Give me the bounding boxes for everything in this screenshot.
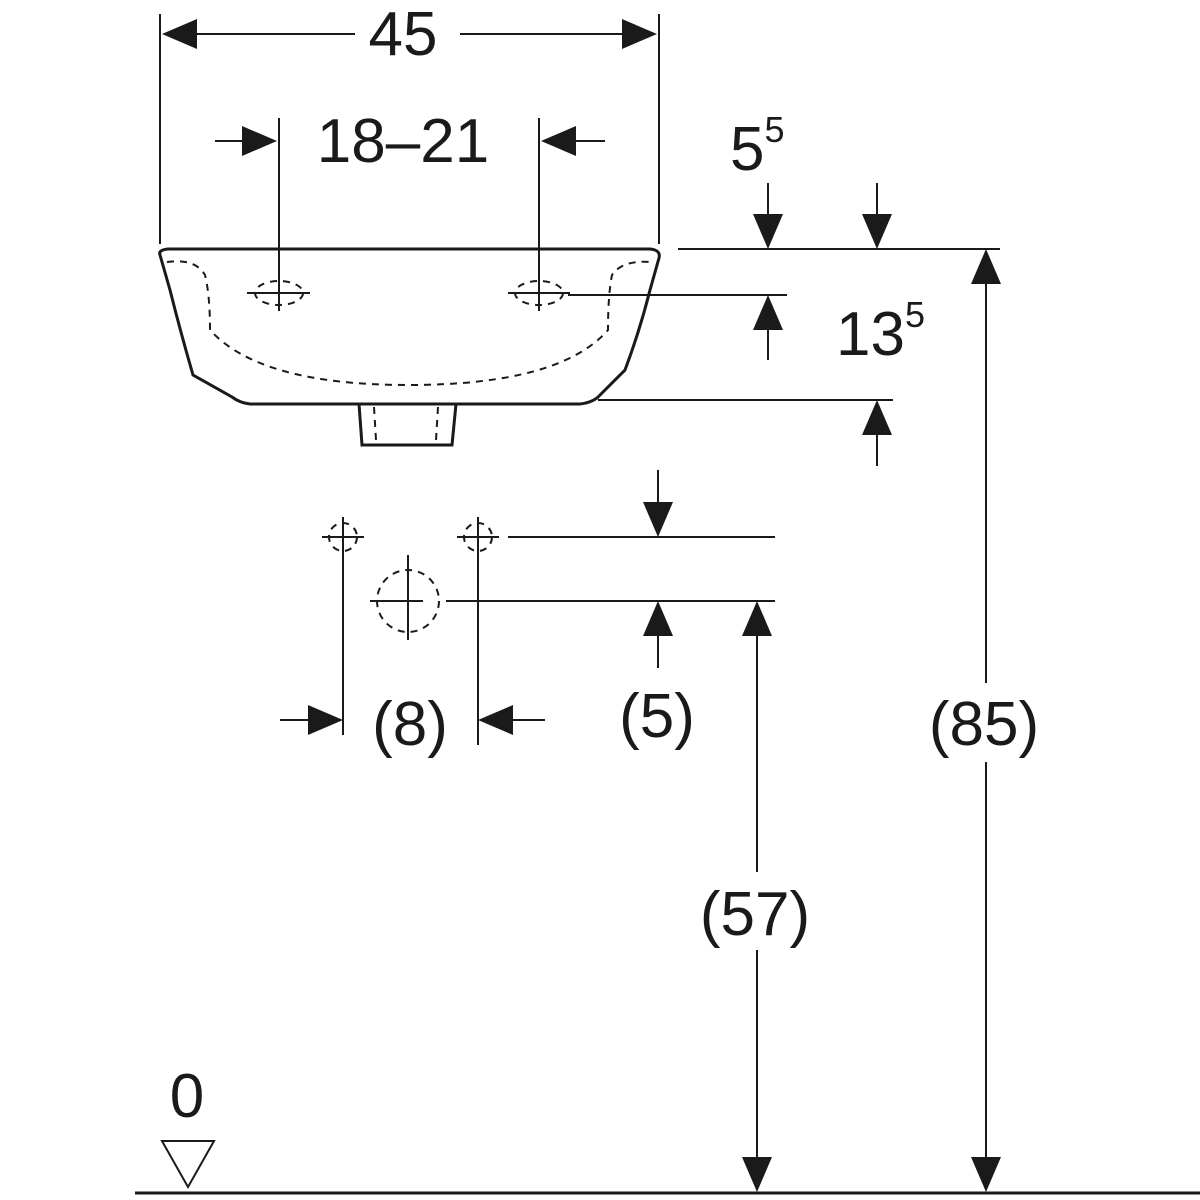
rim-height-label: (85)	[929, 690, 1039, 759]
waste-height-label: (57)	[700, 880, 810, 949]
dim-basin-bottom	[598, 399, 893, 466]
tap-hole-spacing-label: 18–21	[317, 107, 489, 176]
floor-level-label: 0	[170, 1062, 204, 1131]
rim-offset-label: 55	[730, 109, 785, 184]
waste-outlet	[357, 403, 458, 447]
basin-inner-bowl	[166, 260, 651, 387]
dim-tap-hole-depth: 135	[568, 294, 925, 369]
overall-width-label: 45	[369, 0, 438, 69]
supply-offset-label: (5)	[619, 682, 695, 751]
supply-spacing-label: (8)	[372, 690, 448, 759]
dim-supply-offset: (5)	[446, 470, 775, 751]
dim-tap-hole-spacing: 18–21	[215, 107, 605, 241]
dim-supply-spacing: (8)	[280, 690, 545, 759]
dim-waste-height: (57)	[700, 601, 810, 1192]
dim-rim-offset: 55	[678, 109, 1000, 250]
supply-right	[457, 517, 499, 745]
waste-connection	[370, 555, 440, 640]
tap-hole-right	[508, 118, 570, 311]
tap-hole-left	[247, 241, 310, 311]
supply-left	[322, 517, 364, 735]
dim-overall-width: 45	[159, 0, 660, 244]
floor-level-marker: 0	[160, 1062, 216, 1190]
tap-hole-depth-label: 135	[836, 294, 925, 369]
basin-outline	[158, 247, 661, 406]
dim-rim-height: (85)	[929, 249, 1039, 1192]
